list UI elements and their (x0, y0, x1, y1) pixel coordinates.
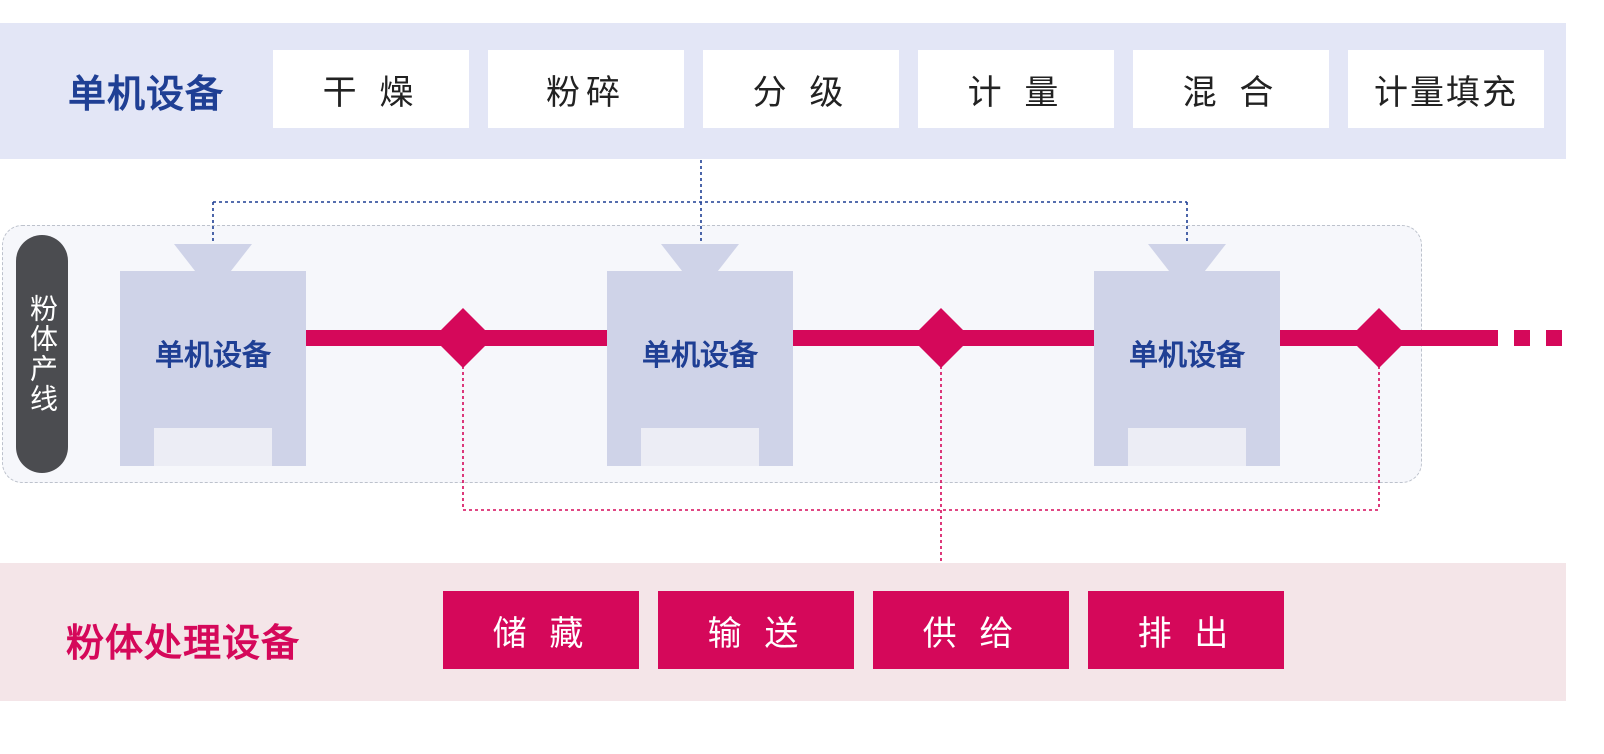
machine-hopper (1148, 244, 1226, 272)
machine-label: 单机设备 (154, 338, 271, 372)
junction-diamond-1 (433, 308, 493, 368)
machine-base-opening (154, 428, 272, 466)
handling-discharging[interactable]: 排 出 (1088, 591, 1284, 669)
handling-feeding[interactable]: 供 给 (873, 591, 1069, 669)
continuation-dot-1 (1514, 330, 1530, 346)
category-drying[interactable]: 干 燥 (273, 50, 469, 128)
standalone-equipment-title: 单机设备 (68, 72, 225, 116)
machine-1[interactable]: 单机设备 (120, 244, 306, 466)
navy-connectors (212, 160, 1188, 246)
category-mixing[interactable]: 混 合 (1133, 50, 1329, 128)
machine-2[interactable]: 单机设备 (607, 244, 793, 466)
handling-storage[interactable]: 储 藏 (443, 591, 639, 669)
production-line-label: 粉体产线 (16, 235, 68, 473)
junction-diamond-3 (1349, 308, 1409, 368)
category-metering-filling[interactable]: 计量填充 (1348, 50, 1544, 128)
handling-conveying[interactable]: 输 送 (658, 591, 854, 669)
machine-label: 单机设备 (641, 338, 758, 372)
machine-base-opening (641, 428, 759, 466)
machine-label: 单机设备 (1128, 338, 1245, 372)
machine-base-opening (1128, 428, 1246, 466)
machine-3[interactable]: 单机设备 (1094, 244, 1280, 466)
junction-diamond-2 (911, 308, 971, 368)
machine-hopper (174, 244, 252, 272)
category-metering[interactable]: 计 量 (918, 50, 1114, 128)
category-crushing[interactable]: 粉碎 (488, 50, 684, 128)
category-classifying[interactable]: 分 级 (703, 50, 899, 128)
continuation-dot-2 (1546, 330, 1562, 346)
powder-handling-title: 粉体处理设备 (66, 621, 301, 665)
crimson-connectors (462, 366, 1380, 563)
machine-hopper (661, 244, 739, 272)
